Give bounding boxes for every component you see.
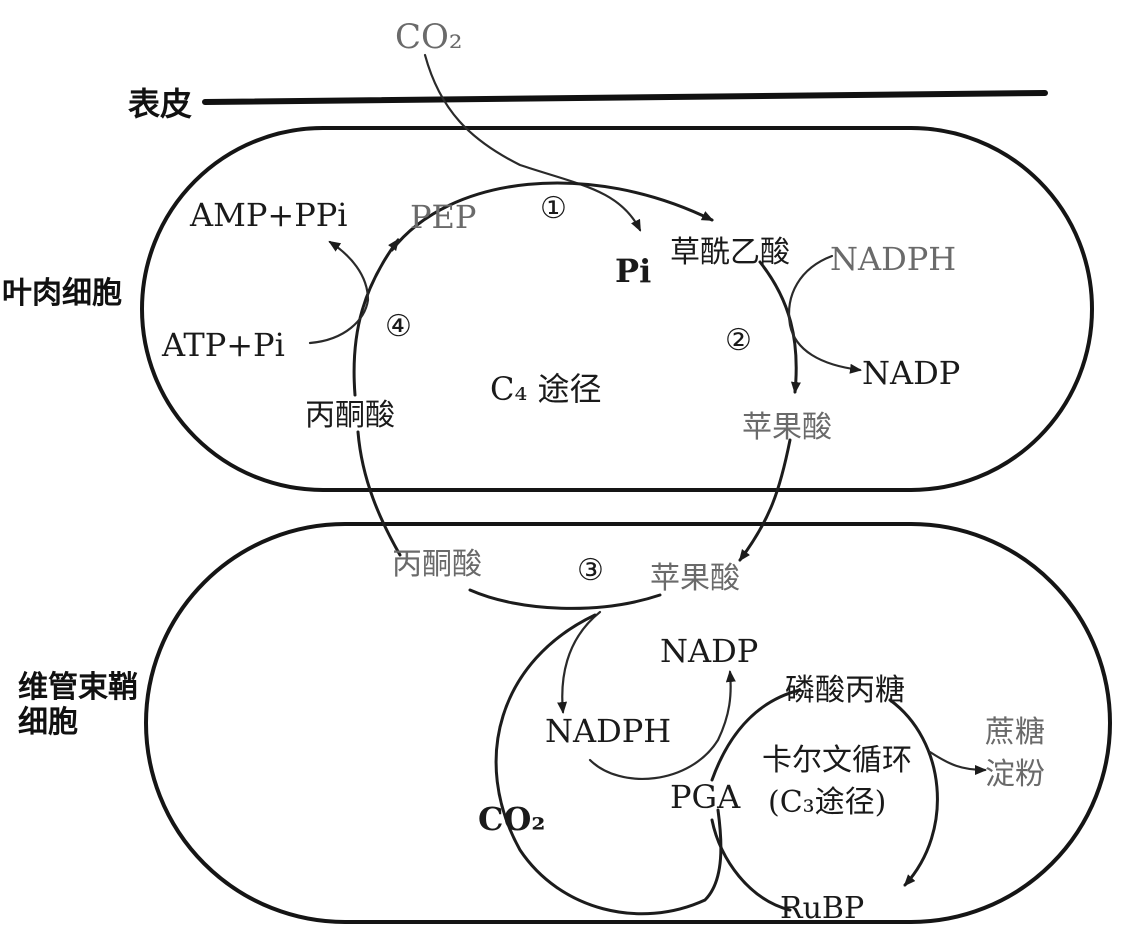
pi-top-label: Pi [615, 252, 651, 290]
co2-release-arc [494, 613, 723, 916]
pga-label: PGA [670, 778, 741, 816]
calvin-cycle-bottom [710, 818, 792, 912]
epidermis-line [202, 90, 1048, 105]
nadp-lower-label: NADP [660, 632, 758, 670]
rubp-label: RuBP [780, 891, 864, 926]
nadph-lower-label: NADPH [545, 712, 671, 750]
nadp-top-label: NADP [862, 354, 960, 392]
c4-cycle-left-upper [352, 238, 400, 397]
bundle-sheath-label-line2: 细胞 [18, 705, 78, 740]
malate-lower-label: 苹果酸 [650, 561, 740, 596]
mesophyll-cell-outline [140, 126, 1094, 492]
calvin-cycle-right [888, 698, 939, 887]
triose-export-arrow [928, 750, 987, 775]
epidermis-label: 表皮 [128, 85, 192, 123]
c4-cycle-top-arc [390, 181, 714, 252]
starch-label: 淀粉 [985, 757, 1045, 792]
c4-cycle-bottom-arc [468, 588, 662, 610]
pyruvate-upper-label: 丙酮酸 [305, 398, 395, 433]
pyruvate-lower-label: 丙酮酸 [392, 547, 482, 582]
bundle-sheath-cell-outline [144, 522, 1112, 924]
nadp-loop [557, 610, 602, 714]
step4-label: ④ [385, 309, 412, 344]
nadph-to-nadp-loop [588, 670, 736, 780]
oxaloacetate-label: 草酰乙酸 [670, 235, 790, 270]
calvin-cycle-label: 卡尔文循环 [762, 743, 912, 778]
c4-cycle-right-lower [738, 438, 792, 562]
step2-label: ② [725, 323, 752, 358]
amp-ppi-label: AMP+PPi [189, 196, 348, 234]
co2-entry-arrow [423, 53, 642, 232]
c4-pathway-label: C₄ 途径 [490, 370, 602, 408]
step1-label: ① [540, 191, 567, 226]
bundle-sheath-label-line1: 维管束鞘 [18, 670, 138, 705]
c4-cycle-left-lower [356, 430, 402, 557]
malate-upper-label: 苹果酸 [742, 410, 832, 445]
nadph-top-label: NADPH [830, 240, 956, 278]
co2-lower-label: CO₂ [478, 800, 545, 838]
atp-branch [308, 240, 370, 345]
nadph-branch [787, 254, 862, 374]
c3-pathway-label: (C₃途径) [768, 785, 886, 820]
mesophyll-cell-label: 叶肉细胞 [2, 276, 122, 311]
step3-label: ③ [577, 553, 604, 588]
co2-top-label: CO₂ [395, 17, 463, 57]
triose-phosphate-label: 磷酸丙糖 [785, 673, 905, 708]
calvin-cycle-top [710, 688, 802, 782]
atp-pi-label: ATP+Pi [161, 326, 285, 364]
sucrose-label: 蔗糖 [985, 715, 1045, 750]
pep-label: PEP [410, 198, 476, 236]
